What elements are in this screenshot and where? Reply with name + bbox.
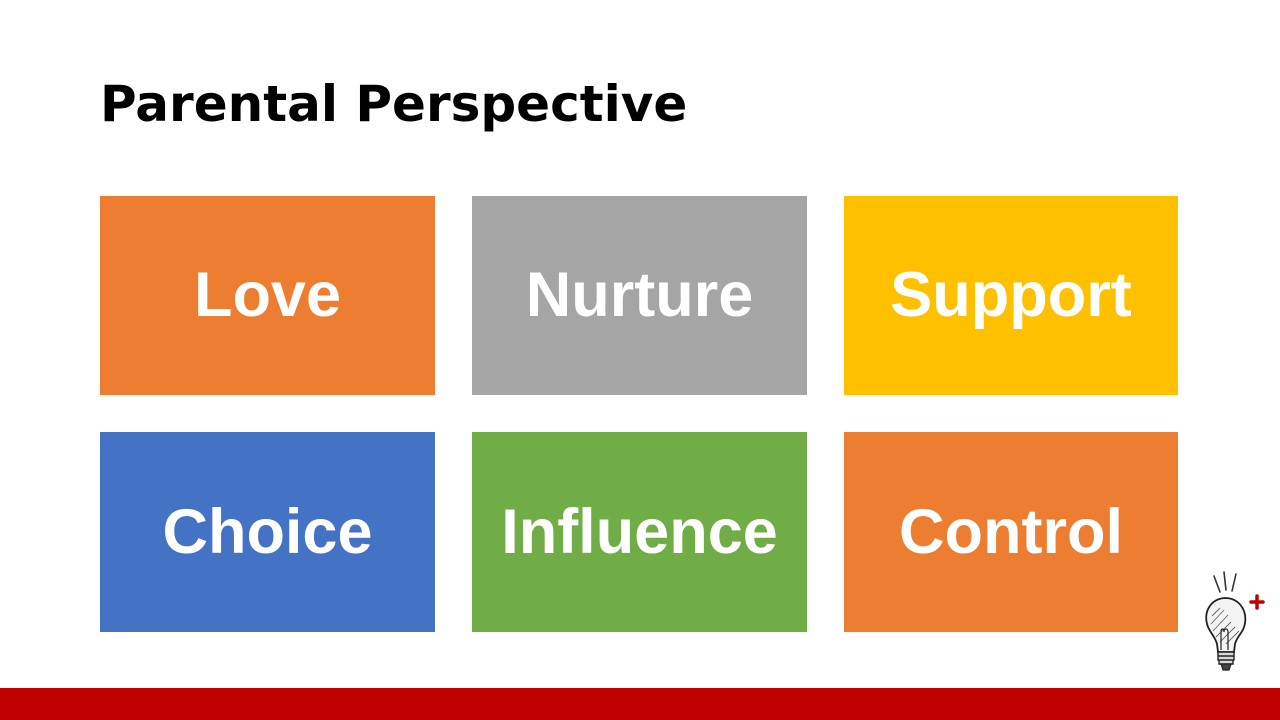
tile-choice: Choice [100, 432, 435, 632]
tile-label: Control [899, 496, 1123, 567]
tile-label: Support [890, 260, 1132, 330]
tile-label: Nurture [525, 260, 754, 330]
tile-label: Love [193, 260, 342, 330]
page-title: Parental Perspective [100, 75, 688, 133]
tile-label: Choice [162, 496, 373, 567]
tile-nurture: Nurture [472, 196, 807, 395]
tile-grid: Love Nurture Support Choice Influence Co… [100, 196, 1178, 632]
tile-label: Influence [501, 496, 778, 567]
tile-support: Support [844, 196, 1178, 395]
tile-influence: Influence [472, 432, 807, 632]
footer-bar [0, 688, 1280, 720]
plus-mark [1249, 594, 1265, 610]
lightbulb-plus-icon [1205, 571, 1265, 671]
tile-control: Control [844, 432, 1178, 632]
tile-love: Love [100, 196, 435, 395]
